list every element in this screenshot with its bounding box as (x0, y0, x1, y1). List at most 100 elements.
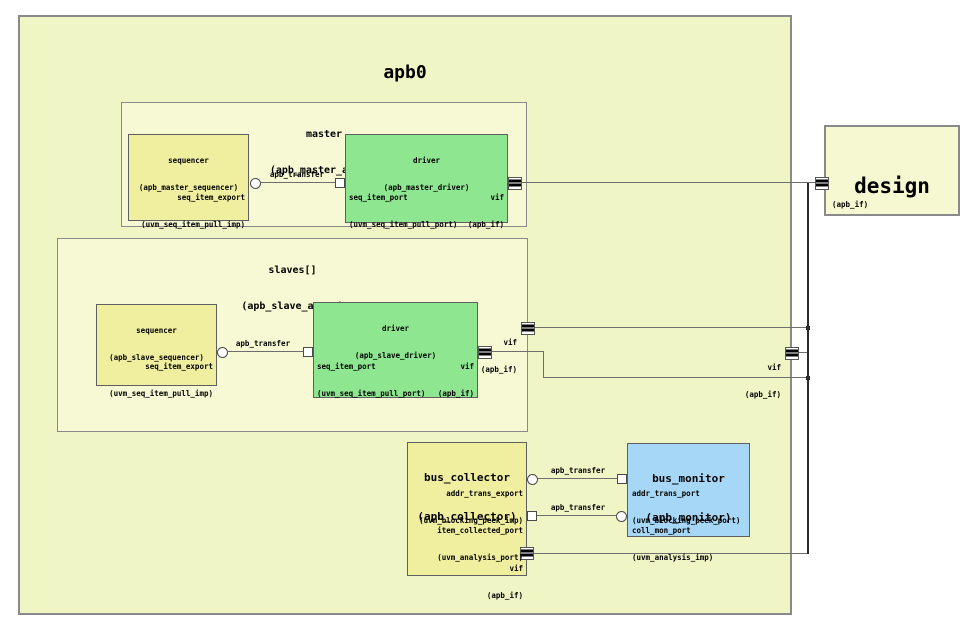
env-vif-label: vif (apb_if) (745, 345, 781, 417)
master-sequencer-box[interactable] (128, 134, 249, 221)
master-sequencer-type: (apb_master_sequencer) (138, 183, 239, 192)
wire-master-seq-to-driver (261, 182, 335, 183)
slave-seq-item-port-connector[interactable] (303, 347, 313, 357)
slave-agent-vif-connector[interactable] (521, 322, 535, 335)
env-vif-connector[interactable] (785, 347, 799, 360)
monitor-coll-mon-port-label: coll_mon_port (uvm_analysis_imp) (632, 508, 713, 580)
port-type: (uvm_seq_item_pull_port) (349, 220, 458, 229)
wire-env-vif (799, 352, 808, 353)
design-box[interactable] (824, 125, 960, 216)
collector-addr-trans-export-label: addr_trans_export (uvm_blocking_peek_imp… (419, 471, 523, 543)
bus-collector-type: (apb_collector) (417, 510, 517, 523)
wire-master-driver-vif-to-design (522, 182, 815, 183)
slave-driver-box[interactable] (313, 302, 478, 398)
master-driver-seq-item-port-label: seq_item_port (uvm_seq_item_pull_port) (349, 175, 457, 247)
wire-label-apb-transfer-slave: apb_transfer (235, 339, 291, 348)
design-apb-if-label: (apb_if) (832, 182, 868, 227)
port-type: (apb_if) (480, 365, 517, 374)
master-seq-item-port-connector[interactable] (335, 178, 345, 188)
bus-monitor-title: bus_monitor (apb_monitor) (627, 446, 750, 550)
port-name: coll_mon_port (632, 526, 691, 535)
wire-collector-vif (534, 553, 808, 554)
port-type: (uvm_analysis_port) (437, 553, 523, 562)
port-name: item_collected_port (437, 526, 523, 535)
port-type: (apb_if) (467, 220, 504, 229)
env-name: apb0 (383, 62, 427, 83)
port-type: (apb_if) (744, 390, 781, 399)
port-name: vif (503, 338, 517, 347)
wire-slave-driver-vif-h2 (543, 377, 808, 378)
design-title: design (824, 129, 960, 244)
wire-addr-trans (538, 478, 617, 479)
slave-driver-type: (apb_slave_driver) (354, 351, 437, 360)
port-name: vif (509, 564, 523, 573)
bus-collector-box[interactable] (407, 442, 527, 576)
slave-agent-title: slaves[] (apb_slave_agent) (57, 241, 528, 337)
port-type: (uvm_seq_item_pull_port) (317, 389, 426, 398)
bus-monitor-name: bus_monitor (652, 472, 725, 485)
collector-addr-trans-export-connector[interactable] (527, 474, 538, 485)
slave-agent-name: slaves[] (268, 265, 317, 276)
port-type: (uvm_seq_item_pull_imp) (109, 389, 213, 398)
slave-agent-type: (apb_slave_agent) (241, 301, 344, 312)
bus-collector-name: bus_collector (423, 471, 511, 484)
slave-sequencer-title: sequencer (apb_slave_sequencer) (96, 308, 217, 380)
wire-junction (806, 326, 810, 330)
port-name: vif (460, 362, 474, 371)
monitor-addr-trans-port-connector[interactable] (617, 474, 627, 484)
port-type: (apb_if) (832, 200, 869, 209)
slave-driver-seq-item-port-label: seq_item_port (uvm_seq_item_pull_port) (317, 344, 425, 416)
master-sequencer-name: sequencer (168, 156, 209, 165)
collector-vif-label: vif (apb_if) (487, 546, 523, 618)
bus-monitor-type: (apb_monitor) (645, 511, 732, 524)
master-agent-name: master (305, 129, 343, 140)
monitor-addr-trans-port-label: addr_trans_port (uvm_blocking_peek_port) (632, 471, 740, 543)
port-name: addr_trans_export (446, 489, 523, 498)
master-sequencer-title: sequencer (apb_master_sequencer) (128, 138, 249, 210)
master-driver-vif-connector[interactable] (508, 177, 522, 190)
port-type: (uvm_blocking_peek_port) (632, 516, 741, 525)
wire-label-apb-transfer-master: apb_transfer (269, 170, 325, 179)
wire-label-apb-transfer-coll: apb_transfer (550, 503, 606, 512)
master-driver-name: driver (412, 156, 441, 165)
collector-item-collected-port-label: item_collected_port (uvm_analysis_port) (437, 508, 523, 580)
wire-slave-driver-vif-v (543, 351, 544, 378)
wire-slave-driver-vif-h1 (492, 351, 544, 352)
slave-seq-item-export-connector[interactable] (217, 347, 228, 358)
slave-driver-vif-label: vif (apb_if) (438, 344, 474, 416)
master-seq-item-export-label: seq_item_export (uvm_seq_item_pull_imp) (141, 175, 245, 247)
port-name: seq_item_export (177, 193, 245, 202)
design-name: design (854, 174, 930, 198)
wire-item-collected (537, 515, 616, 516)
slave-driver-name: driver (381, 324, 410, 333)
master-agent-title: master (apb_master_agent) (121, 105, 527, 201)
wire-slave-seq-to-driver (228, 351, 303, 352)
wire-label-apb-transfer-addr: apb_transfer (550, 466, 606, 475)
wire-slave-agent-vif (535, 327, 808, 328)
slave-driver-vif-connector[interactable] (478, 346, 492, 359)
slave-sequencer-type: (apb_slave_sequencer) (109, 353, 204, 362)
port-type: (uvm_seq_item_pull_imp) (141, 220, 245, 229)
port-type: (apb_if) (486, 591, 523, 600)
master-driver-box[interactable] (345, 134, 508, 223)
slave-agent-vif-label: vif (apb_if) (481, 320, 517, 392)
collector-vif-connector[interactable] (520, 547, 534, 560)
bus-monitor-box[interactable] (627, 443, 750, 537)
monitor-coll-mon-port-connector[interactable] (616, 511, 627, 522)
collector-item-collected-port-connector[interactable] (527, 511, 537, 521)
slave-seq-item-export-label: seq_item_export (uvm_seq_item_pull_imp) (109, 344, 213, 416)
master-seq-item-export-connector[interactable] (250, 178, 261, 189)
port-name: seq_item_export (145, 362, 213, 371)
design-apb-if-connector[interactable] (815, 177, 829, 190)
port-name: seq_item_port (317, 362, 376, 371)
slave-sequencer-box[interactable] (96, 304, 217, 386)
port-name: vif (490, 193, 504, 202)
bus-collector-title: bus_collector (apb_collector) (407, 445, 527, 549)
port-type: (uvm_blocking_peek_imp) (419, 516, 523, 525)
port-name: addr_trans_port (632, 489, 700, 498)
slave-driver-title: driver (apb_slave_driver) (313, 306, 478, 378)
master-driver-vif-label: vif (apb_if) (468, 175, 504, 247)
wire-vif-trunk (807, 183, 809, 554)
master-agent-type: (apb_master_agent) (269, 165, 379, 176)
